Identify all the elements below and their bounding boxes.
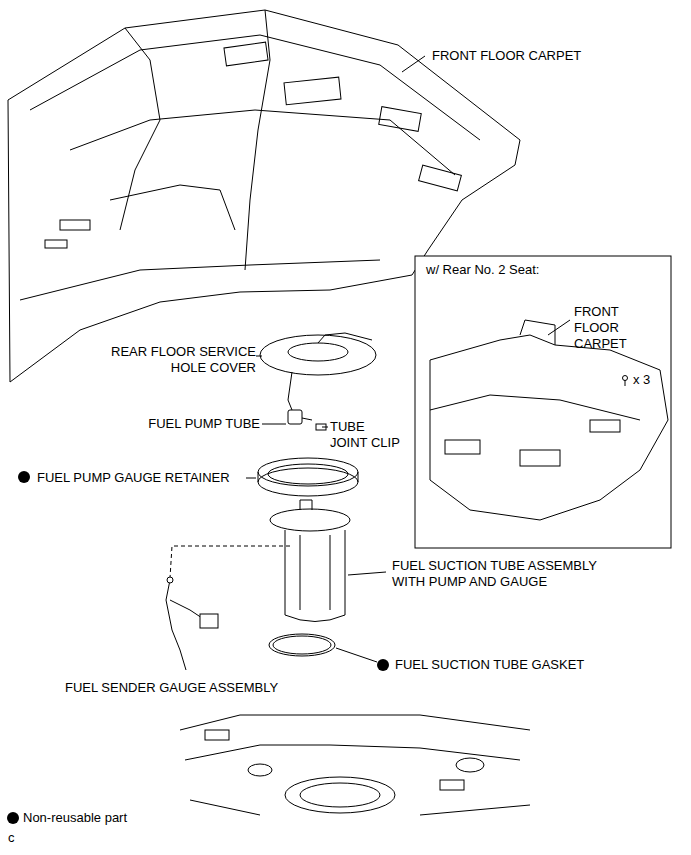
part-label: FUEL SENDER GAUGE ASSEMBLY: [65, 680, 325, 696]
part-label: REAR FLOOR SERVICE HOLE COVER: [74, 344, 256, 376]
part-label: FRONT FLOOR CARPET: [432, 48, 632, 64]
quantity-label: x 3: [633, 372, 669, 388]
page-code: c: [8, 830, 28, 846]
part-label: FUEL PUMP TUBE: [110, 416, 260, 432]
part-label: FUEL SUCTION TUBE ASSEMBLY WITH PUMP AND…: [392, 558, 610, 590]
legend-text: Non-reusable part: [23, 810, 223, 826]
part-label: FRONT FLOOR CARPET: [574, 304, 666, 352]
inset-title: w/ Rear No. 2 Seat:: [426, 262, 626, 278]
part-label: FUEL SUCTION TUBE GASKET: [395, 657, 635, 673]
part-label: FUEL PUMP GAUGE RETAINER: [37, 470, 247, 486]
part-label: TUBE JOINT CLIP: [330, 419, 404, 451]
